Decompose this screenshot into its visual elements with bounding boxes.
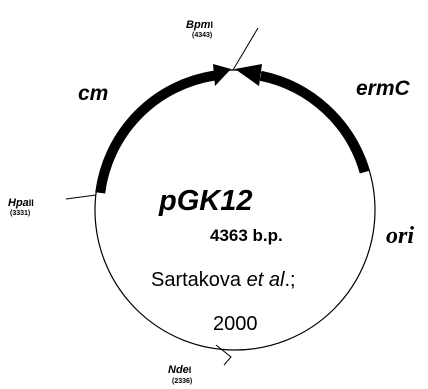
hpaii-site-line xyxy=(65,194,97,200)
bpmi-site-name: BpmI xyxy=(186,19,213,31)
hpaii-site-position: (3331) xyxy=(10,210,30,217)
cm-gene-label: cm xyxy=(78,82,108,105)
ndei-site-line xyxy=(215,344,232,366)
citation-etal: et al xyxy=(247,269,285,291)
plasmid-name: pGK12 xyxy=(158,185,252,217)
ndei-site-position: (2336) xyxy=(172,378,192,385)
ndei-site-name: NdeI xyxy=(168,364,191,376)
ermC-gene-arc xyxy=(259,70,370,174)
citation-authors: Sartakova xyxy=(151,269,242,291)
bpmi-site-line xyxy=(232,27,259,71)
bpmi-site-position: (4343) xyxy=(192,32,212,39)
citation-year: 2000 xyxy=(213,313,258,335)
cm-gene-arrowhead xyxy=(213,64,231,86)
cm-gene-arc xyxy=(95,70,216,194)
ermC-gene-arrowhead xyxy=(235,64,262,86)
ermC-gene-label: ermC xyxy=(356,77,411,100)
origin-label: ori xyxy=(386,223,414,249)
citation-line: Sartakova et al.; xyxy=(151,269,296,291)
citation-tail: .; xyxy=(284,269,295,291)
plasmid-size: 4363 b.p. xyxy=(210,226,283,245)
plasmid-backbone xyxy=(94,69,376,351)
hpaii-site-name: HpaII xyxy=(8,197,34,209)
